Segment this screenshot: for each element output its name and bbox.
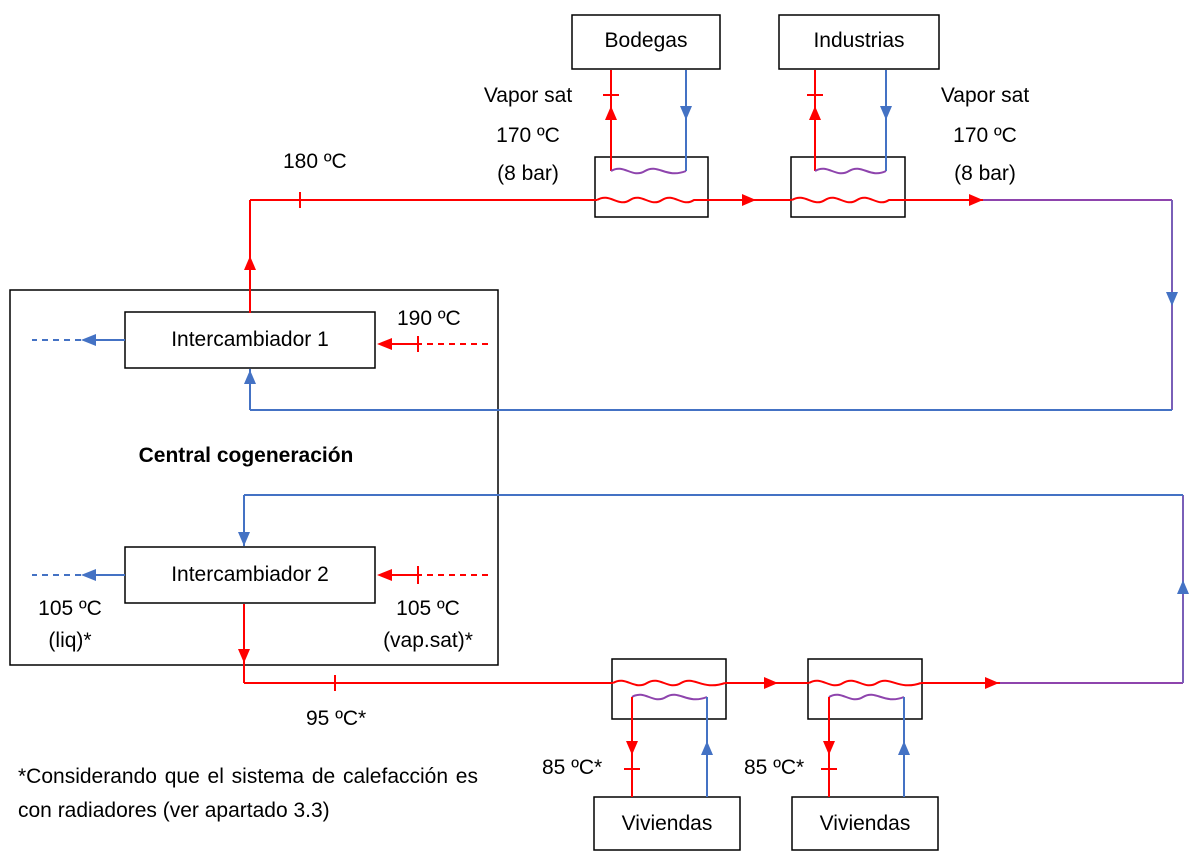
vapor-left-line2: 170 ºC — [496, 124, 560, 147]
arrow-right-hot-3 — [764, 677, 778, 689]
arrow-up-cold-v2 — [898, 741, 910, 755]
hx-viviendas-1 — [611, 658, 727, 720]
bodegas-steam — [603, 70, 687, 175]
industrias-steam — [807, 70, 887, 175]
arrow-down-cold-1 — [1166, 292, 1178, 306]
ic2-cold-arrow — [81, 569, 96, 581]
arrow-down-cold-industrias — [880, 106, 892, 120]
vapor-right-line3: (8 bar) — [954, 162, 1016, 185]
viviendas-label-1: Viviendas — [621, 812, 713, 835]
footnote: *Considerando que el sistema de calefacc… — [18, 765, 478, 822]
plant-box — [9, 289, 499, 666]
temp-105-liq-line1: 105 ºC — [38, 597, 102, 620]
arrow-up-hot-bodegas — [605, 106, 617, 120]
plant-label: Central cogeneración — [138, 444, 354, 467]
ic1-hot-arrow — [377, 338, 392, 350]
temp-105-vap-line2: (vap.sat)* — [383, 629, 473, 652]
temp-85-b: 85 ºC* — [744, 756, 805, 779]
temp-180: 180 ºC — [283, 150, 347, 173]
viviendas-box-2 — [791, 796, 939, 851]
arrow-down-hot-v2 — [823, 741, 835, 755]
temp-85-a: 85 ºC* — [542, 756, 603, 779]
ic1-cold-arrow — [81, 334, 96, 346]
bottom-return-line — [243, 494, 1184, 684]
arrow-up-cold-2 — [1177, 580, 1189, 594]
bodegas-label: Bodegas — [604, 29, 688, 52]
viviendas-label-2: Viviendas — [819, 812, 911, 835]
temp-190: 190 ºC — [397, 307, 461, 330]
temp-105-vap-line1: 105 ºC — [396, 597, 460, 620]
arrow-down-cold-bodegas — [680, 106, 692, 120]
industrias-box — [778, 14, 940, 70]
vapor-left-line1: Vapor sat — [483, 84, 573, 107]
arrow-down-cold-2 — [238, 532, 250, 546]
vapor-left-line3: (8 bar) — [497, 162, 559, 185]
top-return-line — [249, 199, 1173, 411]
arrow-up-cold-1 — [244, 370, 256, 384]
arrow-right-hot-2 — [969, 194, 983, 206]
intercambiador-1-label: Intercambiador 1 — [171, 328, 329, 351]
temp-95: 95 ºC* — [306, 707, 367, 730]
vapor-right-line2: 170 ºC — [953, 124, 1017, 147]
viviendas-box-1 — [593, 796, 741, 851]
hx-bodegas — [594, 156, 709, 218]
ic2-hot-arrow — [377, 569, 392, 581]
arrow-up-cold-v1 — [701, 741, 713, 755]
arrow-up-hot-industrias — [809, 106, 821, 120]
bodegas-box — [571, 14, 721, 70]
arrow-down-hot-2 — [238, 649, 250, 663]
arrow-down-hot-v1 — [626, 741, 638, 755]
hx-industrias — [790, 156, 906, 218]
intercambiador-2-label: Intercambiador 2 — [171, 563, 329, 586]
temp-105-liq-line2: (liq)* — [48, 629, 92, 652]
arrow-up-hot-1 — [244, 256, 256, 270]
bottom-hot-line — [243, 604, 1000, 691]
arrow-right-hot-1 — [742, 194, 756, 206]
arrow-right-hot-4 — [985, 677, 999, 689]
vapor-right-line1: Vapor sat — [940, 84, 1030, 107]
industrias-label: Industrias — [813, 29, 905, 52]
